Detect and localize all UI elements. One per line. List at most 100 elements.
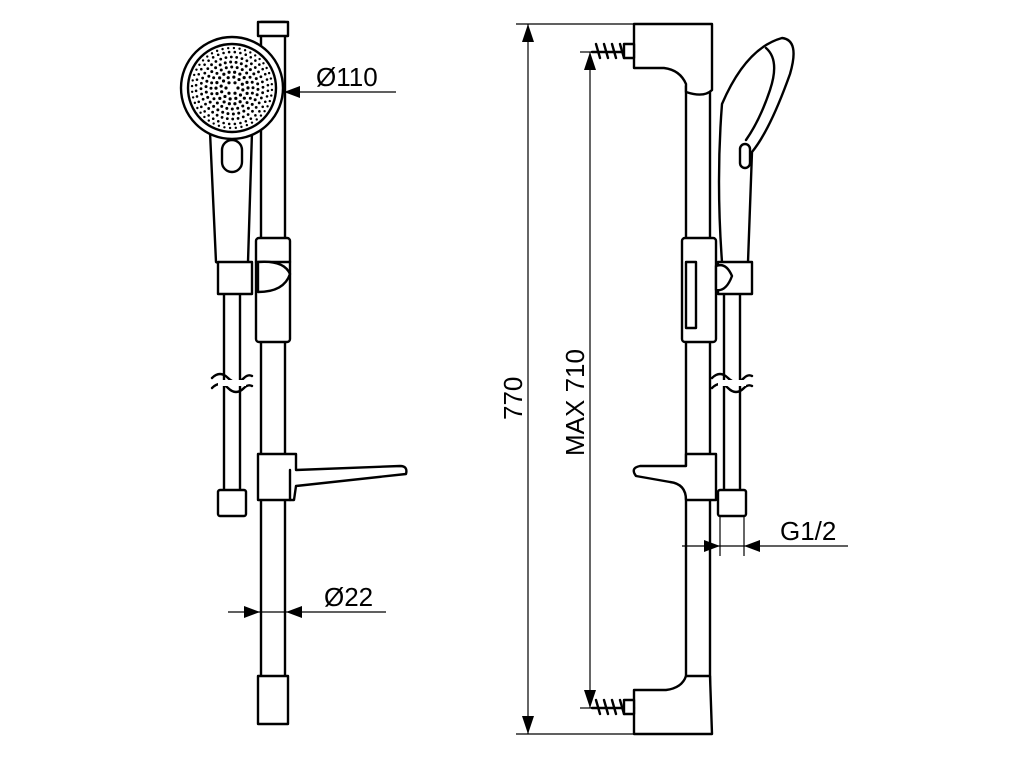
nozzle: [245, 91, 249, 95]
nozzle: [208, 100, 212, 104]
nozzle: [227, 122, 231, 126]
nozzle: [210, 52, 214, 55]
nozzle: [204, 102, 207, 106]
nozzle: [204, 85, 208, 89]
nozzle: [228, 97, 232, 101]
nozzle: [267, 71, 271, 75]
nozzle: [216, 108, 220, 112]
nozzle: [240, 57, 244, 61]
nozzle: [203, 63, 206, 66]
nozzle: [263, 72, 267, 76]
nozzle: [230, 107, 234, 111]
nozzle: [245, 101, 249, 105]
nozzle: [237, 111, 241, 115]
side-top-screw: [590, 42, 636, 60]
nozzle: [194, 83, 198, 87]
nozzle: [229, 60, 233, 64]
nozzle: [266, 89, 270, 93]
nozzle: [199, 87, 203, 91]
nozzle: [214, 66, 218, 70]
nozzle: [220, 115, 224, 119]
nozzle: [255, 93, 259, 97]
nozzle: [252, 72, 256, 76]
nozzle: [228, 126, 232, 130]
side-rail: [684, 84, 712, 686]
nozzle: [218, 76, 222, 80]
nozzle: [240, 125, 243, 129]
nozzle: [236, 117, 240, 120]
nozzle: [220, 104, 224, 108]
nozzle: [235, 55, 239, 59]
nozzle: [221, 110, 225, 114]
nozzle: [200, 92, 204, 96]
nozzle: [193, 101, 197, 105]
nozzle: [259, 75, 263, 79]
nozzle: [216, 53, 220, 57]
front-hose: [210, 288, 254, 518]
nozzle: [261, 85, 265, 89]
nozzle: [270, 88, 274, 92]
nozzle: [269, 77, 273, 80]
nozzle: [245, 123, 249, 127]
nozzle: [238, 72, 242, 76]
nozzle: [201, 97, 205, 101]
nozzle: [227, 50, 231, 54]
nozzle: [250, 91, 254, 95]
nozzle: [225, 106, 229, 110]
nozzle: [207, 107, 211, 110]
nozzle: [222, 121, 225, 125]
nozzle: [242, 96, 246, 100]
nozzle: [240, 82, 244, 86]
nozzle: [199, 81, 203, 85]
nozzle: [226, 76, 230, 80]
nozzle: [246, 86, 250, 90]
dim-rail-diameter: Ø22: [228, 582, 386, 618]
nozzle: [215, 101, 219, 105]
nozzle: [212, 76, 216, 80]
nozzle: [258, 110, 261, 113]
nozzle: [242, 76, 246, 80]
nozzle: [254, 54, 257, 57]
nozzle: [195, 95, 199, 98]
nozzle: [253, 66, 257, 69]
side-bottom-bracket: [632, 674, 714, 736]
nozzle: [209, 86, 213, 90]
nozzle: [223, 126, 226, 129]
nozzle: [224, 56, 228, 59]
nozzle: [244, 53, 248, 57]
nozzle: [210, 63, 213, 67]
nozzle-pattern: [190, 46, 274, 130]
nozzle: [263, 110, 266, 113]
nozzle: [196, 106, 199, 110]
label-max-height: MAX 710: [560, 349, 590, 456]
nozzle: [220, 90, 224, 94]
nozzle: [227, 46, 230, 50]
nozzle: [200, 105, 203, 109]
nozzle: [258, 57, 261, 61]
nozzle: [221, 47, 224, 51]
nozzle: [233, 70, 237, 74]
nozzle: [256, 82, 260, 86]
nozzle: [250, 102, 254, 106]
nozzle: [212, 122, 215, 125]
nozzle: [254, 105, 258, 109]
nozzle: [212, 97, 216, 101]
nozzle: [250, 80, 254, 84]
nozzle: [225, 117, 229, 121]
nozzle: [254, 77, 258, 81]
nozzle: [257, 101, 261, 105]
nozzle: [206, 95, 210, 99]
nozzle: [253, 98, 257, 102]
nozzle: [266, 105, 269, 108]
nozzle: [234, 60, 238, 64]
nozzle: [206, 55, 209, 58]
dim-overall-height: 770: [498, 23, 634, 735]
front-rail: [256, 20, 290, 726]
nozzle: [199, 67, 203, 71]
nozzle: [198, 63, 201, 66]
nozzle: [214, 60, 218, 63]
nozzle: [226, 112, 230, 116]
nozzle: [203, 71, 207, 75]
nozzle: [262, 62, 265, 65]
nozzle: [218, 63, 222, 67]
